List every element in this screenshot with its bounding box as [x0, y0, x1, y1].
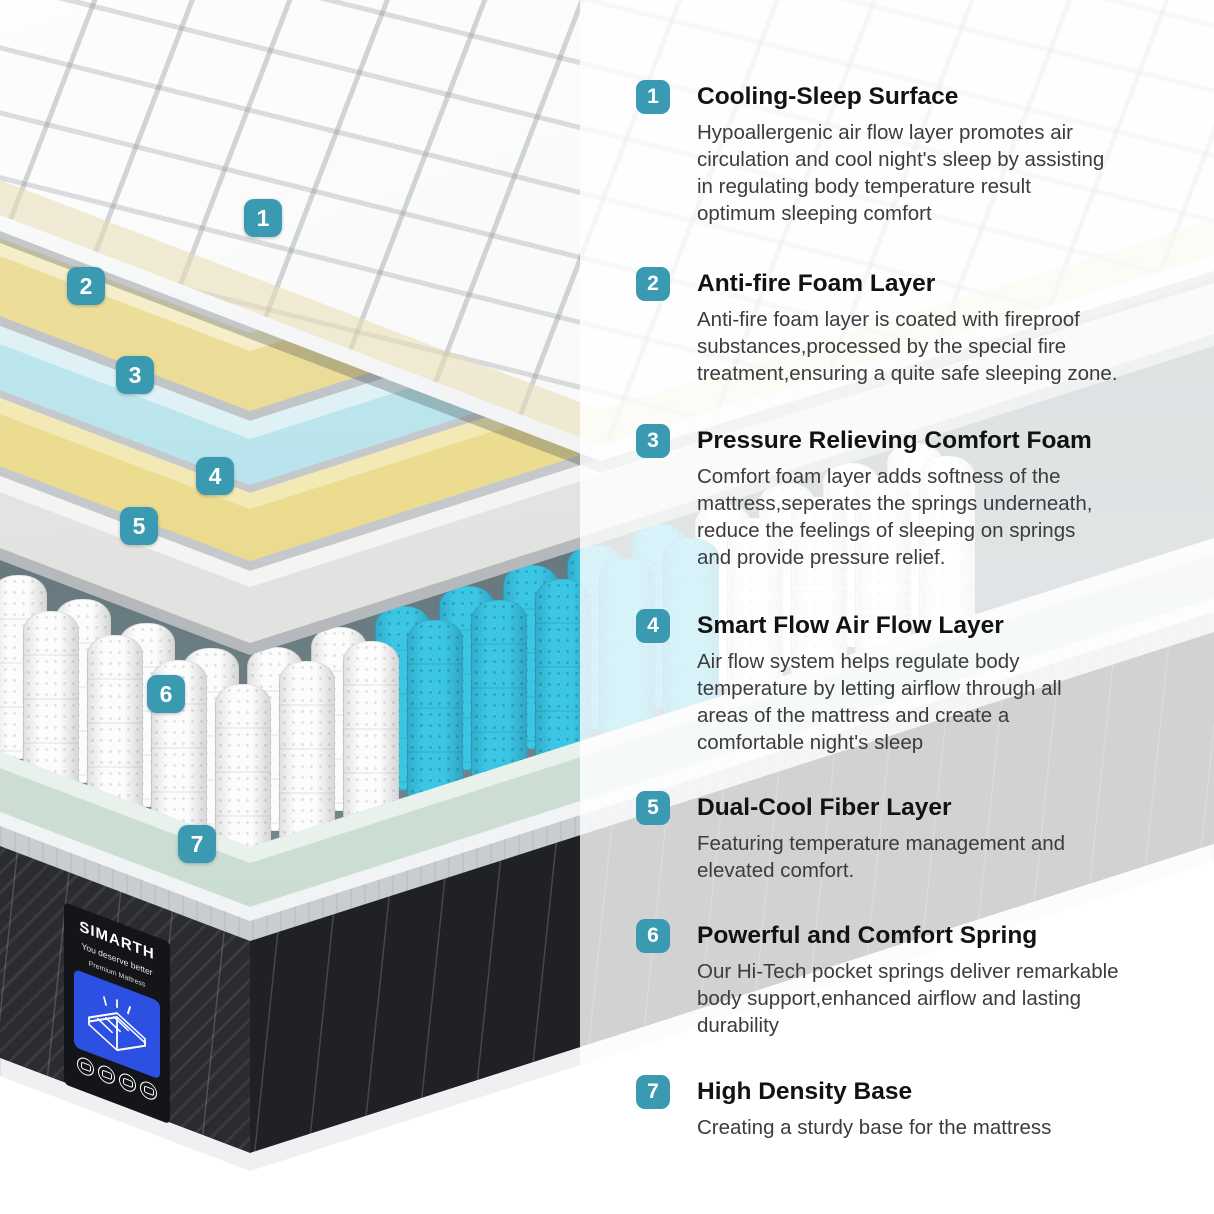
white-fade-overlay [580, 0, 1214, 1214]
feature-description: Featuring temperature management and ele… [697, 832, 1066, 882]
feature-item-3: 3 Pressure Relieving Comfort Foam Comfor… [636, 424, 1201, 571]
spring-coil [215, 683, 271, 847]
mattress-line-icon [88, 996, 146, 1052]
layer-number-badge-4: 4 [196, 457, 234, 495]
feature-number-badge: 5 [636, 791, 670, 825]
spring-coil [343, 640, 399, 835]
feature-number-badge: 6 [636, 919, 670, 953]
feature-description: Comfort foam layer adds softness of the … [697, 465, 1093, 569]
feature-item-7: 7 High Density Base Creating a sturdy ba… [636, 1075, 1201, 1141]
feature-title: Dual-Cool Fiber Layer [697, 794, 952, 821]
layer-number-badge-6: 6 [147, 675, 185, 713]
certification-badge-icon [119, 1070, 136, 1095]
feature-number-badge: 4 [636, 609, 670, 643]
feature-title: Anti-fire Foam Layer [697, 270, 936, 297]
feature-title: Cooling-Sleep Surface [697, 83, 959, 110]
brand-label-panel: SIMARTH You deserve better Premium Mattr… [64, 902, 170, 1125]
feature-title: Pressure Relieving Comfort Foam [697, 427, 1092, 454]
certification-badge-icon [140, 1078, 157, 1103]
feature-number-badge: 1 [636, 80, 670, 114]
feature-title: Powerful and Comfort Spring [697, 922, 1038, 949]
feature-description: Creating a sturdy base for the mattress [697, 1116, 1052, 1139]
feature-number-badge: 7 [636, 1075, 670, 1109]
feature-item-1: 1 Cooling-Sleep Surface Hypoallergenic a… [636, 80, 1201, 227]
spring-coil [279, 661, 335, 847]
spring-coil-cyan [471, 599, 527, 794]
feature-number-badge: 3 [636, 424, 670, 458]
feature-title: High Density Base [697, 1078, 913, 1105]
feature-description: Hypoallergenic air flow layer promotes a… [697, 121, 1105, 225]
feature-item-4: 4 Smart Flow Air Flow Layer Air flow sys… [636, 609, 1201, 756]
certification-badge-icon [98, 1062, 115, 1087]
feature-description: Air flow system helps regulate body temp… [697, 650, 1062, 754]
spring-coil-cyan [407, 620, 463, 815]
feature-item-5: 5 Dual-Cool Fiber Layer Featuring temper… [636, 791, 1201, 884]
layer-number-badge-7: 7 [178, 825, 216, 863]
feature-item-6: 6 Powerful and Comfort Spring Our Hi-Tec… [636, 919, 1201, 1039]
layer-number-badge-1: 1 [244, 199, 282, 237]
feature-number-badge: 2 [636, 267, 670, 301]
layer-number-badge-2: 2 [67, 267, 105, 305]
certification-badge-icon [77, 1054, 94, 1079]
layer-number-badge-5: 5 [120, 507, 158, 545]
mattress-logo-box [74, 968, 160, 1080]
feature-title: Smart Flow Air Flow Layer [697, 612, 1004, 639]
layer-number-badge-3: 3 [116, 356, 154, 394]
feature-item-2: 2 Anti-fire Foam Layer Anti-fire foam la… [636, 267, 1201, 387]
feature-description: Anti-fire foam layer is coated with fire… [697, 308, 1118, 385]
feature-description: Our Hi-Tech pocket springs deliver remar… [697, 960, 1119, 1037]
